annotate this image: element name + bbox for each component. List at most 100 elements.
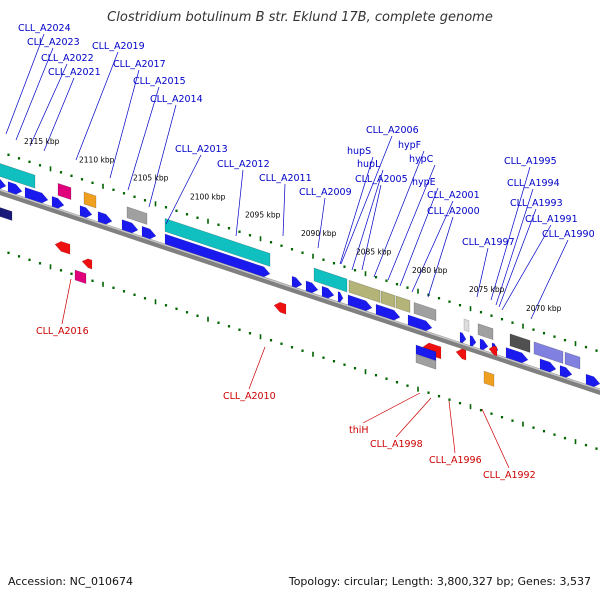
forward-gene-label: CLL_A2006 bbox=[366, 125, 419, 136]
reverse-block-magenta bbox=[74, 269, 87, 285]
reverse-cds bbox=[273, 301, 287, 315]
forward-label-leader bbox=[498, 208, 537, 308]
feature-block-olive bbox=[380, 290, 396, 308]
reverse-cds bbox=[455, 348, 467, 361]
forward-label-leader bbox=[530, 239, 569, 320]
forward-label-leader bbox=[340, 135, 393, 265]
reverse-block bbox=[0, 207, 13, 221]
backbone-highlight bbox=[0, 189, 600, 391]
feature-block-grey bbox=[413, 301, 437, 322]
forward-cds bbox=[0, 178, 7, 190]
forward-gene-label: CLL_A2015 bbox=[133, 76, 186, 87]
forward-label-leader bbox=[495, 188, 534, 306]
forward-gene-label: hypF bbox=[398, 140, 421, 151]
forward-label-leader bbox=[476, 247, 489, 298]
forward-label-leader bbox=[399, 187, 439, 287]
forward-gene-label: CLL_A2013 bbox=[175, 144, 228, 155]
forward-gene-label: CLL_A2000 bbox=[427, 206, 480, 217]
forward-gene-label: CLL_A2017 bbox=[113, 59, 166, 70]
forward-cds bbox=[24, 186, 49, 204]
forward-label-leader bbox=[490, 166, 531, 301]
forward-cds bbox=[51, 195, 65, 209]
forward-label-leader bbox=[29, 63, 68, 147]
forward-cds bbox=[459, 331, 467, 344]
forward-cds bbox=[141, 225, 157, 240]
forward-cds bbox=[375, 303, 401, 321]
forward-label-leader bbox=[361, 184, 382, 271]
feature-block-grey bbox=[477, 323, 494, 341]
feature-block-orange bbox=[83, 191, 97, 209]
kbp-tick-label: 2095 kbp bbox=[245, 211, 281, 220]
forward-cds bbox=[347, 294, 373, 312]
forward-gene-label: CLL_A1990 bbox=[542, 229, 595, 240]
forward-label-leader bbox=[351, 169, 384, 271]
forward-gene-label: hupL bbox=[357, 159, 381, 170]
forward-gene-label: CLL_A1993 bbox=[510, 198, 563, 209]
forward-label-leader bbox=[15, 47, 54, 141]
forward-gene-label: CLL_A1991 bbox=[525, 214, 578, 225]
reverse-cds bbox=[488, 345, 498, 357]
forward-gene-label: CLL_A2023 bbox=[27, 37, 80, 48]
forward-cds bbox=[97, 211, 113, 225]
forward-label-leader bbox=[373, 150, 425, 278]
forward-cds bbox=[321, 285, 335, 299]
feature-block-lavender bbox=[564, 351, 581, 370]
kbp-tick-label: 2090 kbp bbox=[301, 229, 337, 238]
forward-label-leader bbox=[387, 164, 436, 281]
forward-gene-label: CLL_A2011 bbox=[259, 173, 312, 184]
forward-gene-label: CLL_A2001 bbox=[427, 190, 480, 201]
forward-cds bbox=[164, 233, 271, 278]
forward-label-leader bbox=[109, 69, 140, 179]
forward-gene-label: CLL_A1995 bbox=[504, 156, 557, 167]
reverse-gene-label: thiH bbox=[349, 425, 369, 436]
forward-label-leader bbox=[411, 200, 454, 293]
forward-cds bbox=[505, 347, 529, 364]
feature-block-dark-grey bbox=[509, 333, 531, 353]
forward-label-leader bbox=[501, 224, 552, 311]
reverse-gene-label: CLL_A2010 bbox=[223, 391, 276, 402]
forward-label-leader bbox=[148, 104, 177, 208]
forward-cds bbox=[79, 205, 93, 218]
reverse-label-leader bbox=[448, 400, 456, 454]
forward-cds bbox=[305, 280, 319, 294]
feature-block-olive bbox=[348, 279, 381, 303]
reverse-label-leader bbox=[481, 408, 510, 469]
feature-block-olive bbox=[395, 295, 411, 313]
feature-block-magenta bbox=[57, 182, 72, 201]
kbp-tick-label: 2115 kbp bbox=[24, 137, 60, 146]
kbp-tick-label: 2100 kbp bbox=[190, 192, 226, 201]
reverse-gene-label: CLL_A1992 bbox=[483, 470, 536, 481]
feature-block-cyan-long bbox=[164, 218, 271, 267]
forward-gene-label: CLL_A1997 bbox=[462, 237, 515, 248]
forward-gene-label: CLL_A1994 bbox=[507, 178, 560, 189]
reverse-label-leader bbox=[248, 346, 266, 390]
forward-gene-label: CLL_A2019 bbox=[92, 41, 145, 52]
forward-gene-label: hypC bbox=[409, 154, 434, 165]
reverse-label-leader bbox=[362, 392, 421, 424]
kbp-tick-label: 2075 kbp bbox=[469, 285, 505, 294]
forward-gene-label: CLL_A2009 bbox=[299, 187, 352, 198]
kbp-tick-label: 2085 kbp bbox=[356, 248, 392, 257]
forward-gene-label: hupS bbox=[347, 146, 371, 157]
kbp-tick-label: 2105 kbp bbox=[133, 173, 169, 182]
forward-gene-label: CLL_A2014 bbox=[150, 94, 203, 105]
forward-gene-label: CLL_A2021 bbox=[48, 67, 101, 78]
forward-label-leader bbox=[339, 156, 374, 265]
reverse-cds bbox=[81, 258, 93, 270]
forward-cds bbox=[337, 291, 344, 303]
forward-gene-label: CLL_A2005 bbox=[355, 174, 408, 185]
forward-gene-label: CLL_A2012 bbox=[217, 159, 270, 170]
reverse-cds bbox=[54, 241, 71, 255]
reverse-block-blue bbox=[415, 344, 437, 362]
feature-block-light bbox=[463, 318, 470, 333]
forward-cds bbox=[469, 335, 477, 347]
forward-gene-label: hypE bbox=[412, 177, 436, 188]
forward-label-leader bbox=[317, 197, 326, 249]
outer-tick-ring bbox=[7, 153, 598, 352]
forward-label-leader bbox=[235, 169, 244, 237]
forward-cds bbox=[539, 358, 557, 373]
forward-cds bbox=[585, 373, 600, 388]
reverse-gene-label: CLL_A1996 bbox=[429, 455, 482, 466]
